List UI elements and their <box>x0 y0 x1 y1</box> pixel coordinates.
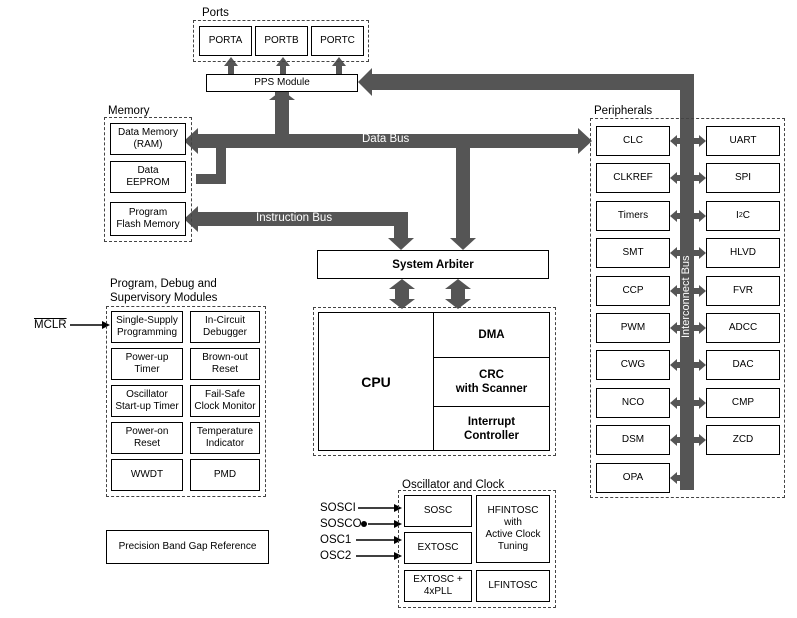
extosc: EXTOSC <box>404 532 472 564</box>
peripheral-dsm: DSM <box>596 425 670 455</box>
peripheral-uart: UART <box>706 126 780 156</box>
mclr-pin: MCLR <box>34 319 67 331</box>
program-debug-group <box>106 306 266 497</box>
module-brown-out-reset: Brown-out Reset <box>190 348 260 380</box>
peripheral-pwm: PWM <box>596 313 670 343</box>
osc1-pin: OSC1 <box>320 534 352 546</box>
core-group <box>313 307 556 456</box>
lfintosc: LFINTOSC <box>476 570 550 602</box>
peripheral-cwg: CWG <box>596 350 670 380</box>
peripheral-timers: Timers <box>596 201 670 231</box>
peripheral-fvr: FVR <box>706 276 780 306</box>
port-b: PORTB <box>255 26 308 56</box>
system-arbiter: System Arbiter <box>317 250 549 279</box>
interconnect-bus-label: Interconnect Bus <box>680 255 692 338</box>
sosci-pin: SOSCI <box>320 502 356 514</box>
osc2-pin: OSC2 <box>320 550 352 562</box>
oscillator-group <box>398 490 556 608</box>
sosco-pin: SOSCO <box>320 518 362 530</box>
module-power-up-timer: Power-up Timer <box>111 348 183 380</box>
hfintosc: HFINTOSC with Active Clock Tuning <box>476 495 550 563</box>
peripheral-ccp: CCP <box>596 276 670 306</box>
memory-group-label: Memory <box>108 105 150 117</box>
module-wwdt: WWDT <box>111 459 183 491</box>
instruction-bus <box>196 212 408 226</box>
peripheral-zcd: ZCD <box>706 425 780 455</box>
memory-group <box>104 117 192 242</box>
peripheral-dac: DAC <box>706 350 780 380</box>
module-oscillator-start-up-timer: Oscillator Start-up Timer <box>111 385 183 417</box>
dma: DMA <box>433 312 550 358</box>
peripheral-clkref: CLKREF <box>596 163 670 193</box>
port-c: PORTC <box>311 26 364 56</box>
sosc: SOSC <box>404 495 472 527</box>
crc-scanner: CRC with Scanner <box>433 357 550 407</box>
peripheral-spi: SPI <box>706 163 780 193</box>
peripheral-clc: CLC <box>596 126 670 156</box>
peripheral-cmp: CMP <box>706 388 780 418</box>
data-bus <box>196 134 584 148</box>
cpu: CPU <box>318 312 434 451</box>
oscillator-group-label: Oscillator and Clock <box>402 479 505 491</box>
module-pmd: PMD <box>190 459 260 491</box>
program-flash-memory: Program Flash Memory <box>110 202 186 236</box>
pps-module: PPS Module <box>206 74 358 92</box>
ports-group-label: Ports <box>202 7 229 19</box>
port-a: PORTA <box>199 26 252 56</box>
peripheral-opa: OPA <box>596 463 670 493</box>
i2c-suffix: C <box>742 210 750 221</box>
data-bus-label: Data Bus <box>362 133 410 145</box>
i2c-base: I <box>736 210 739 221</box>
peripheral-hlvd: HLVD <box>706 238 780 268</box>
data-eeprom: Data EEPROM <box>110 161 186 193</box>
peripheral-smt: SMT <box>596 238 670 268</box>
data-memory-ram: Data Memory (RAM) <box>110 123 186 155</box>
module-power-on-reset: Power-on Reset <box>111 422 183 454</box>
interrupt-controller: Interrupt Controller <box>433 406 550 451</box>
peripherals-group <box>590 118 785 498</box>
extosc-pll: EXTOSC + 4xPLL <box>404 570 472 602</box>
program-debug-group-label: Program, Debug and Supervisory Modules <box>110 278 218 304</box>
peripheral-adcc: ADCC <box>706 313 780 343</box>
instruction-bus-label: Instruction Bus <box>256 212 333 224</box>
module-fail-safe-clock-monitor: Fail-Safe Clock Monitor <box>190 385 260 417</box>
module-single-supply-programming: Single-Supply Programming <box>111 311 183 343</box>
precision-band-gap-reference: Precision Band Gap Reference <box>106 530 269 564</box>
i2c-superscript: 2 <box>738 212 743 219</box>
module-in-circuit-debugger: In-Circuit Debugger <box>190 311 260 343</box>
module-temperature-indicator: Temperature Indicator <box>190 422 260 454</box>
peripherals-group-label: Peripherals <box>594 105 653 117</box>
ports-group <box>193 20 369 62</box>
peripheral-nco: NCO <box>596 388 670 418</box>
